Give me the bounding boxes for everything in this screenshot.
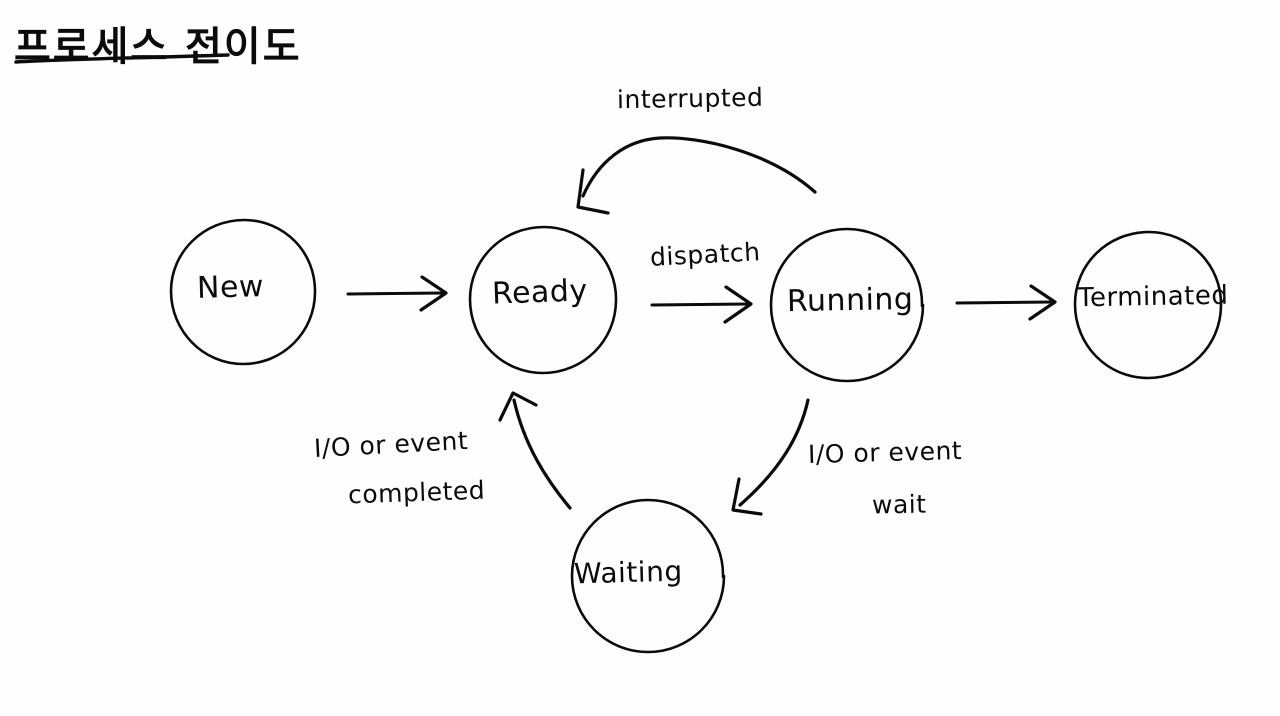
edge-label-dispatch: dispatch xyxy=(649,237,762,272)
edge-running-to-terminated[interactable] xyxy=(955,284,1057,321)
edge-ready-to-running-arrowhead xyxy=(723,285,753,324)
edge-waiting-to-ready[interactable] xyxy=(498,391,572,510)
page-title: 프로세스 전이도 xyxy=(14,24,302,70)
edge-running-to-terminated-shaft xyxy=(955,300,1054,305)
edge-running-to-ready-shaft xyxy=(581,136,817,198)
node-circle-ready[interactable] xyxy=(468,225,618,375)
node-label-terminated[interactable]: Terminated xyxy=(1077,280,1229,314)
node-label-running[interactable]: Running xyxy=(786,281,914,320)
edge-ready-to-running[interactable] xyxy=(650,285,753,324)
edge-waiting-to-ready-shaft xyxy=(512,398,572,510)
edge-label-interrupted: interrupted xyxy=(616,82,764,115)
edge-label-io-wait-line1: I/O or event xyxy=(807,435,963,470)
node-circle-terminated[interactable] xyxy=(1073,230,1223,380)
page-title-block: 프로세스 전이도 xyxy=(14,14,302,72)
edge-running-to-ready-arrowhead xyxy=(576,168,610,215)
edge-new-to-ready-arrowhead xyxy=(419,275,448,312)
node-circle-waiting[interactable] xyxy=(570,498,726,654)
node-label-ready[interactable]: Ready xyxy=(491,273,589,312)
edge-new-to-ready-shaft xyxy=(346,291,445,296)
edge-running-to-waiting-shaft xyxy=(738,398,810,507)
edge-waiting-to-ready-arrowhead xyxy=(498,391,538,422)
edge-label-io-wait-line2: wait xyxy=(871,489,927,520)
node-label-new[interactable]: New xyxy=(196,269,265,306)
edge-running-to-waiting-arrowhead xyxy=(731,477,763,516)
edge-label-io-completed-line2: completed xyxy=(347,475,486,510)
node-circle-new[interactable] xyxy=(169,218,317,366)
node-label-waiting[interactable]: Waiting xyxy=(573,554,684,591)
title-underline xyxy=(14,53,230,64)
edge-new-to-ready[interactable] xyxy=(346,275,448,312)
node-circle-running[interactable] xyxy=(769,227,925,383)
edge-ready-to-running-shaft xyxy=(650,302,750,307)
edge-running-to-waiting[interactable] xyxy=(731,398,810,516)
edge-running-to-ready[interactable] xyxy=(576,136,817,215)
edge-running-to-terminated-arrowhead xyxy=(1028,284,1057,321)
